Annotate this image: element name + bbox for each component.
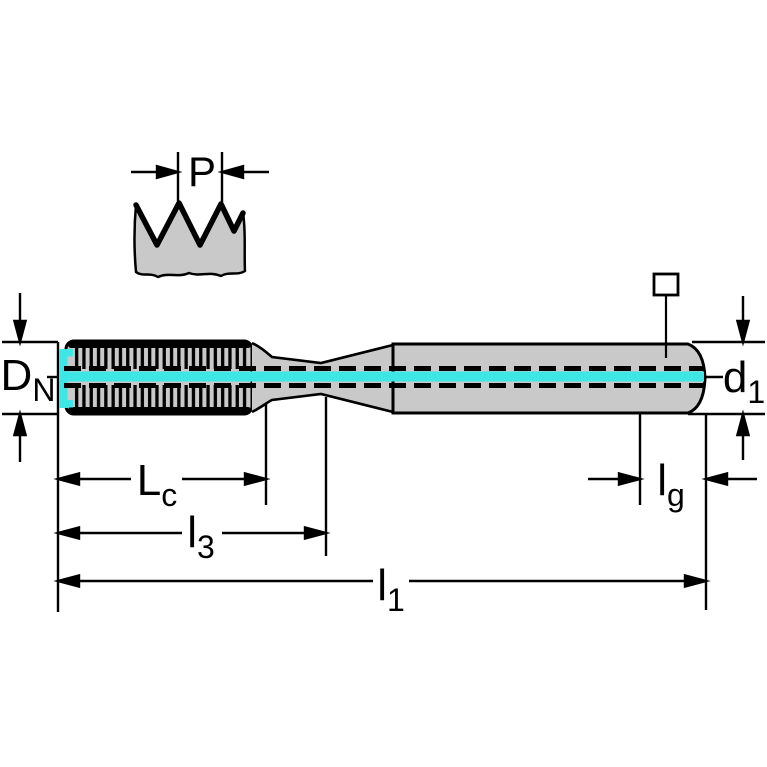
square-drive-icon <box>652 272 680 297</box>
label-l1-main: l <box>377 561 387 610</box>
length-dimensions <box>53 471 757 589</box>
label-lg-sub: g <box>666 477 685 513</box>
neck-outline-top <box>251 341 394 365</box>
thread-crest-band-top <box>68 341 251 348</box>
label-l1-sub: 1 <box>386 582 405 618</box>
label-pitch: P <box>188 151 216 193</box>
lg-arrow-left-head <box>617 471 645 487</box>
label-d1-main: d <box>722 353 748 402</box>
label-lg-main: l <box>657 456 667 505</box>
thread-profile-body <box>133 201 247 279</box>
pitch-arrow-left-head <box>155 164 183 180</box>
label-dn-main: D <box>0 351 33 400</box>
label-l3-sub: 3 <box>196 529 215 565</box>
d1-arrow-top-head <box>735 319 751 347</box>
label-l3-main: l <box>187 508 197 557</box>
l3-arrow-left <box>53 525 81 541</box>
pitch-dimension <box>131 152 269 202</box>
l1-arrow-right <box>683 573 711 589</box>
lg-arrow-right-head <box>701 471 729 487</box>
label-lc-sub: c <box>161 477 178 513</box>
centerline <box>59 349 704 408</box>
neck-outline-bottom <box>251 392 394 414</box>
square-drive-symbol <box>652 272 680 358</box>
thread-flutes-upper <box>73 348 250 369</box>
chamfer-highlight-hook-bottom <box>66 400 73 408</box>
thread-crest-band-bottom <box>68 407 251 414</box>
d1-arrow-bottom-head <box>735 409 751 437</box>
thread-profile-detail <box>133 200 247 279</box>
thread-profile-crest-line <box>133 200 246 248</box>
centerline-accent-band <box>59 371 704 382</box>
chamfer-highlight-hook-top <box>66 349 73 357</box>
lc-arrow-right <box>243 471 271 487</box>
label-dn-sub: N <box>32 372 56 408</box>
label-d1-sub: 1 <box>747 374 766 410</box>
thread-flutes-lower <box>73 385 250 407</box>
l3-arrow-right <box>303 525 331 541</box>
dn-arrow-top-head <box>12 319 28 347</box>
diameter-dimensions <box>12 293 751 462</box>
l1-arrow-left <box>53 573 81 589</box>
pitch-arrow-right-head <box>217 164 245 180</box>
label-pitch-main: P <box>187 148 217 195</box>
dn-arrow-bottom-head <box>12 409 28 437</box>
lc-arrow-left <box>53 471 81 487</box>
label-lc-main: L <box>136 456 162 505</box>
